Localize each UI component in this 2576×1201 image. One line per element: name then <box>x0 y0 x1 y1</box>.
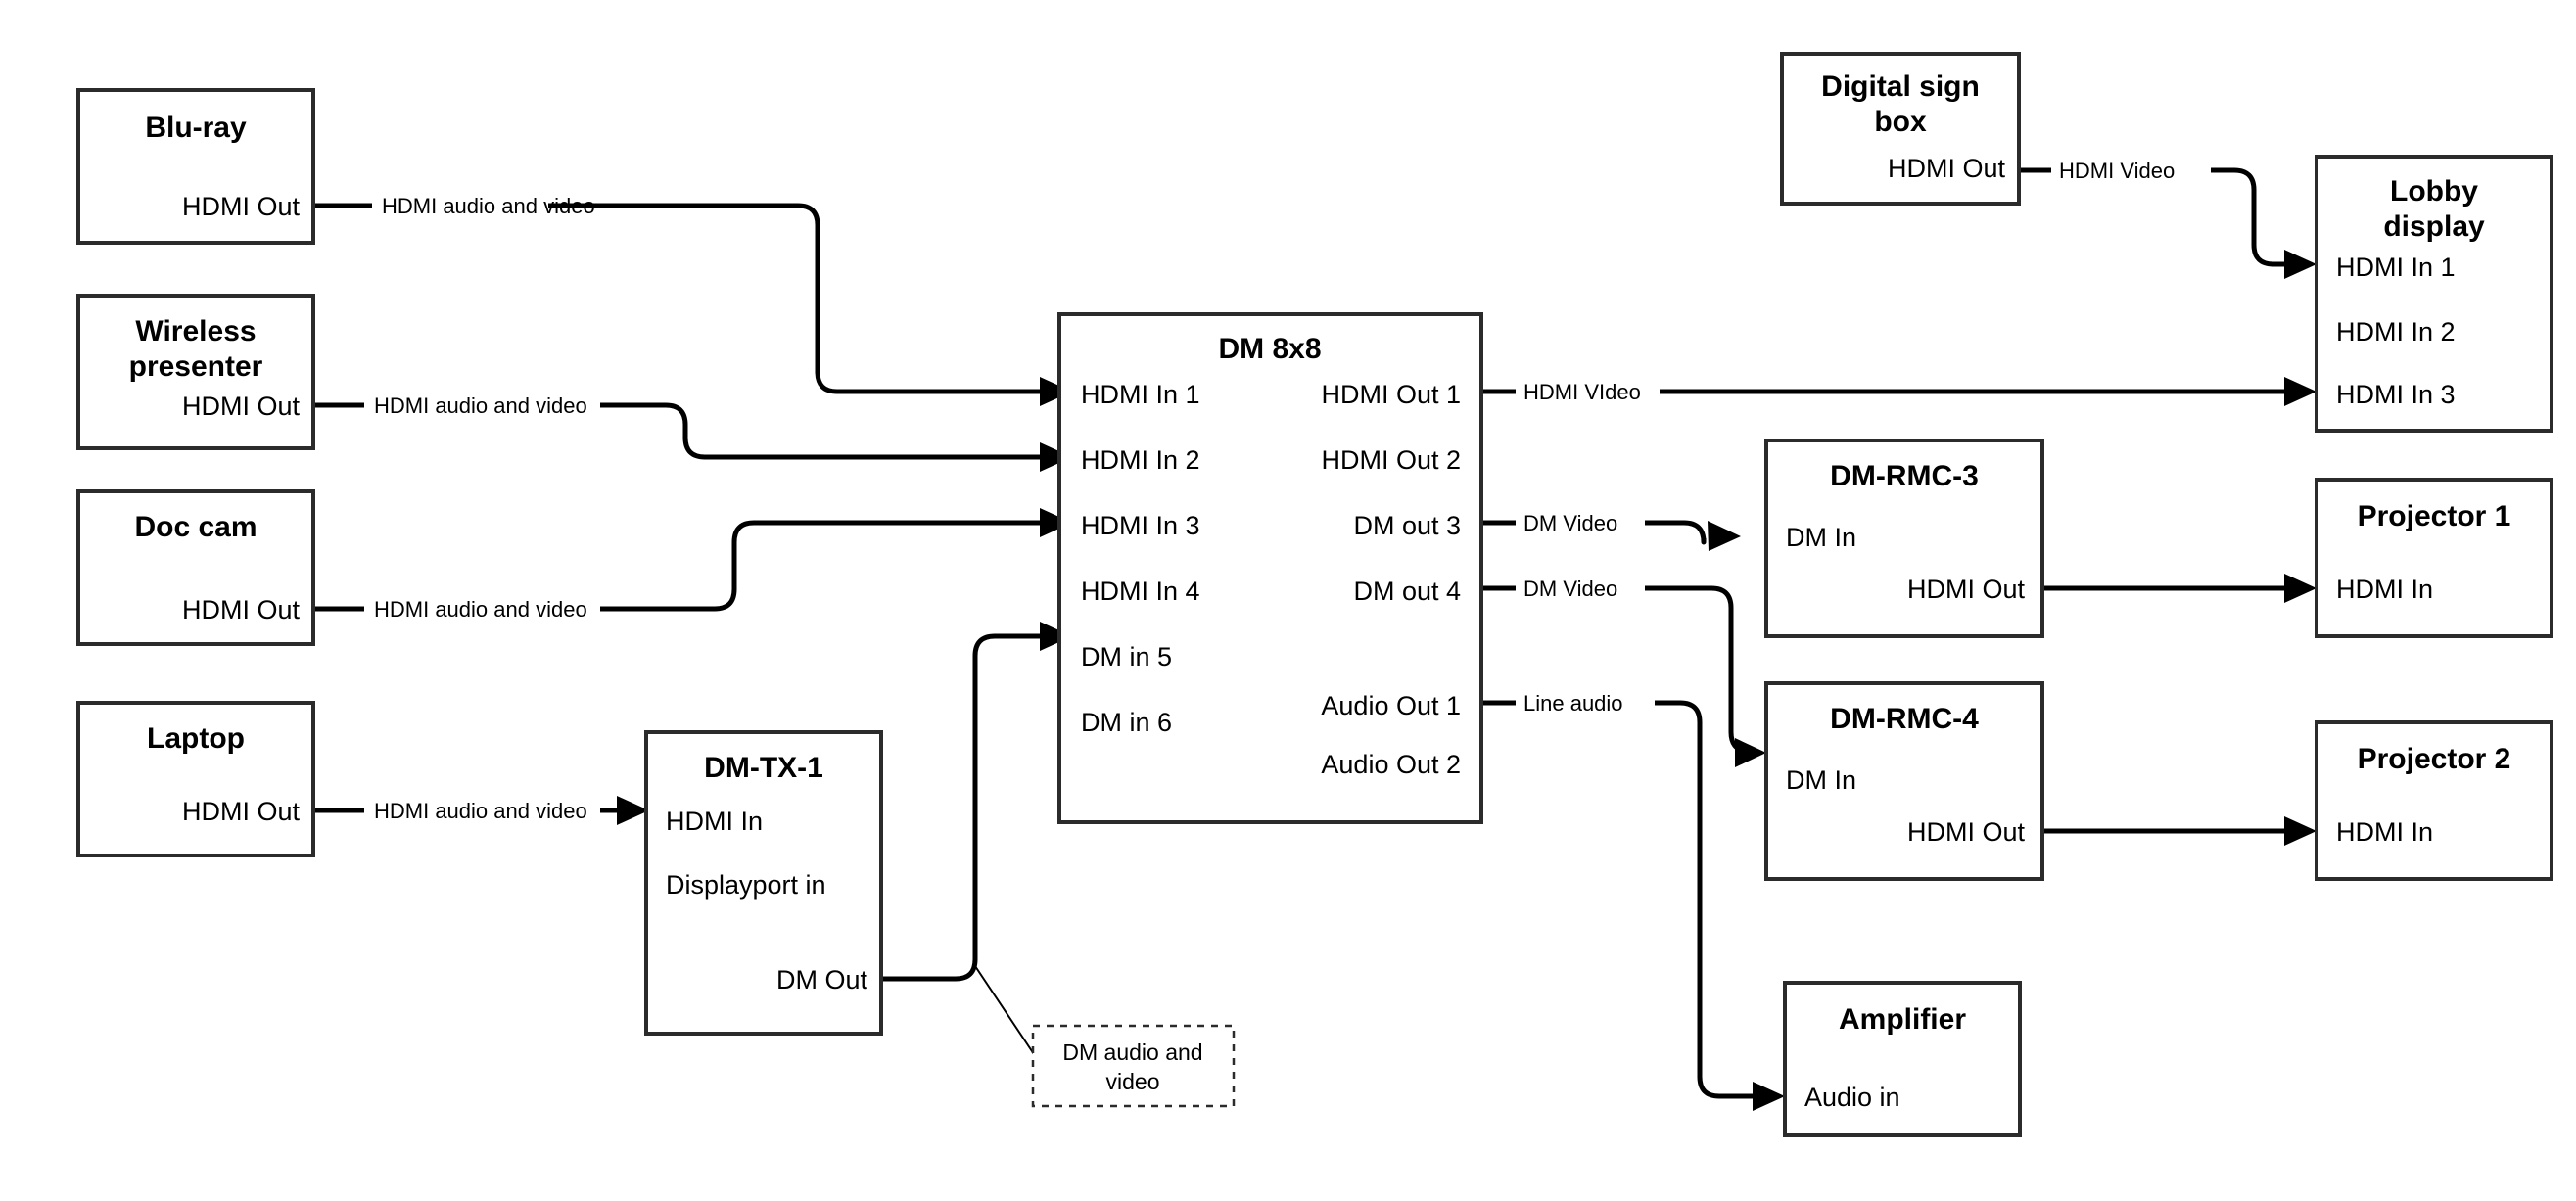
dm8x8-rect[interactable] <box>1057 312 1483 824</box>
laptop-port-hdmi-out: HDMI Out <box>182 797 301 826</box>
wire-dmtx1-to-dm8x8-in5 <box>881 622 1072 982</box>
box-projector-2[interactable]: Projector 2 HDMI In <box>2315 720 2553 881</box>
box-digital-sign[interactable]: Digital sign box HDMI Out <box>1780 52 2021 206</box>
dm-audio-video-note-line1: DM audio and <box>1062 1039 1202 1065</box>
dm8x8-output-hdmi-out-1: HDMI Out 1 <box>1321 380 1461 409</box>
dm8x8-output-hdmi-out-2: HDMI Out 2 <box>1321 445 1461 475</box>
dm8x8-output-dm-out-4: DM out 4 <box>1353 577 1461 606</box>
dm8x8-output-audio-out-2: Audio Out 2 <box>1321 750 1461 779</box>
box-wireless-presenter[interactable]: Wireless presenter HDMI Out <box>76 294 315 450</box>
box-amplifier[interactable]: Amplifier Audio in <box>1783 981 2022 1137</box>
dmrmc3-port-hdmi-out: HDMI Out <box>1907 575 2026 604</box>
doccam-port-hdmi-out: HDMI Out <box>182 595 301 624</box>
leader-dm-audio-video-note <box>974 965 1041 1064</box>
dm8x8-input-hdmi-in-1: HDMI In 1 <box>1081 380 1200 409</box>
wire-doccam-to-dm8x8-in3 <box>313 508 1072 612</box>
wireless-title-line2: presenter <box>129 350 263 383</box>
bluray-port-hdmi-out: HDMI Out <box>182 192 301 221</box>
wireless-title-line1: Wireless <box>135 315 256 347</box>
box-dm-rmc-4[interactable]: DM-RMC-4 DM In HDMI Out <box>1764 681 2044 881</box>
box-dm-rmc-3[interactable]: DM-RMC-3 DM In HDMI Out <box>1764 439 2044 638</box>
dmtx1-port-hdmi-in: HDMI In <box>666 807 763 836</box>
wire-dm8x8-hdmiout1-to-lobby-in3 <box>1481 377 2317 406</box>
lobby-rect[interactable] <box>2315 155 2553 433</box>
digitalsign-rect[interactable] <box>1780 52 2021 206</box>
box-projector-1[interactable]: Projector 1 HDMI In <box>2315 478 2553 638</box>
edge-label-dmout3: DM Video <box>1523 511 1617 535</box>
lobby-port-hdmi-in-1: HDMI In 1 <box>2336 253 2456 282</box>
edge-label-audioout1: Line audio <box>1523 691 1623 716</box>
dmrmc3-title: DM-RMC-3 <box>1830 460 1979 492</box>
dm8x8-output-dm-out-3: DM out 3 <box>1353 511 1461 540</box>
box-dm-tx-1[interactable]: DM-TX-1 HDMI In Displayport in DM Out <box>644 730 883 1036</box>
dm8x8-input-hdmi-in-4: HDMI In 4 <box>1081 577 1200 606</box>
dmtx1-title: DM-TX-1 <box>704 752 823 784</box>
digitalsign-title-line2: box <box>1874 106 1927 138</box>
edge-label-dmout4: DM Video <box>1523 577 1617 601</box>
wire-laptop-to-dmtx1 <box>313 796 649 825</box>
annotation-dm-audio-and-video: DM audio and video <box>1031 1024 1236 1108</box>
box-dm-8x8[interactable]: DM 8x8 HDMI In 1 HDMI In 2 HDMI In 3 HDM… <box>1057 312 1483 824</box>
edge-label-bluray: HDMI audio and video <box>382 194 595 218</box>
dmtx1-rect[interactable] <box>644 730 883 1036</box>
edge-label-hdmiout1: HDMI VIdeo <box>1523 380 1641 404</box>
box-lobby-display[interactable]: Lobby display HDMI In 1 HDMI In 2 HDMI I… <box>2315 155 2553 433</box>
bluray-title: Blu-ray <box>145 112 247 144</box>
dmrmc4-rect[interactable] <box>1764 681 2044 881</box>
wire-dm8x8-dmout3-to-dmrmc3 <box>1481 520 1741 551</box>
wire-wireless-to-dm8x8-in2 <box>313 402 1072 472</box>
dm-audio-video-note-line2: video <box>1106 1069 1160 1094</box>
digitalsign-port-hdmi-out: HDMI Out <box>1888 154 2006 183</box>
edge-label-laptop: HDMI audio and video <box>374 799 587 823</box>
dmtx1-port-displayport-in: Displayport in <box>666 870 826 900</box>
projector1-rect[interactable] <box>2315 478 2553 638</box>
lobby-title-line1: Lobby <box>2390 175 2478 208</box>
laptop-rect[interactable] <box>76 701 315 857</box>
wire-digitalsign-to-lobby-in1 <box>2019 167 2317 279</box>
amplifier-port-audio-in: Audio in <box>1804 1083 1900 1112</box>
wire-dm8x8-dmout4-to-dmrmc4 <box>1481 585 1766 767</box>
dm8x8-title: DM 8x8 <box>1218 333 1321 365</box>
wire-bluray-to-dm8x8-in1 <box>313 203 1072 406</box>
box-laptop[interactable]: Laptop HDMI Out <box>76 701 315 857</box>
wire-dm8x8-audioout1-to-amplifier <box>1481 700 1785 1111</box>
box-doc-cam[interactable]: Doc cam HDMI Out <box>76 489 315 646</box>
amplifier-title: Amplifier <box>1839 1003 1966 1036</box>
dmrmc3-rect[interactable] <box>1764 439 2044 638</box>
edge-label-doccam: HDMI audio and video <box>374 597 587 622</box>
projector2-title: Projector 2 <box>2358 743 2511 775</box>
projector1-port-hdmi-in: HDMI In <box>2336 575 2433 604</box>
dm8x8-input-hdmi-in-3: HDMI In 3 <box>1081 511 1200 540</box>
laptop-title: Laptop <box>147 722 245 755</box>
dm8x8-input-hdmi-in-2: HDMI In 2 <box>1081 445 1200 475</box>
amplifier-rect[interactable] <box>1783 981 2022 1137</box>
dm8x8-output-audio-out-1: Audio Out 1 <box>1321 691 1461 720</box>
lobby-title-line2: display <box>2383 210 2485 243</box>
lobby-port-hdmi-in-2: HDMI In 2 <box>2336 317 2456 346</box>
box-bluray[interactable]: Blu-ray HDMI Out <box>76 88 315 245</box>
wireless-port-hdmi-out: HDMI Out <box>182 392 301 421</box>
projector2-rect[interactable] <box>2315 720 2553 881</box>
edge-label-sign-to-lobby: HDMI Video <box>2059 159 2175 183</box>
digitalsign-title-line1: Digital sign <box>1821 70 1980 103</box>
edge-label-wireless: HDMI audio and video <box>374 393 587 418</box>
wire-dmrmc4-to-projector2 <box>2038 816 2317 846</box>
doccam-title: Doc cam <box>134 511 257 543</box>
dmrmc3-port-dm-in: DM In <box>1786 523 1856 552</box>
dmrmc4-title: DM-RMC-4 <box>1830 703 1979 735</box>
dm8x8-input-dm-in-5: DM in 5 <box>1081 642 1172 671</box>
doccam-rect[interactable] <box>76 489 315 646</box>
lobby-port-hdmi-in-3: HDMI In 3 <box>2336 380 2456 409</box>
projector1-title: Projector 1 <box>2358 500 2511 532</box>
dm-audio-video-note-rect <box>1031 1024 1236 1108</box>
wire-dmrmc3-to-projector1 <box>2038 574 2317 603</box>
dmrmc4-port-dm-in: DM In <box>1786 765 1856 795</box>
dm8x8-input-dm-in-6: DM in 6 <box>1081 708 1172 737</box>
wireless-rect[interactable] <box>76 294 315 450</box>
projector2-port-hdmi-in: HDMI In <box>2336 817 2433 847</box>
dmrmc4-port-hdmi-out: HDMI Out <box>1907 817 2026 847</box>
bluray-rect[interactable] <box>76 88 315 245</box>
dmtx1-port-dm-out: DM Out <box>776 965 868 994</box>
